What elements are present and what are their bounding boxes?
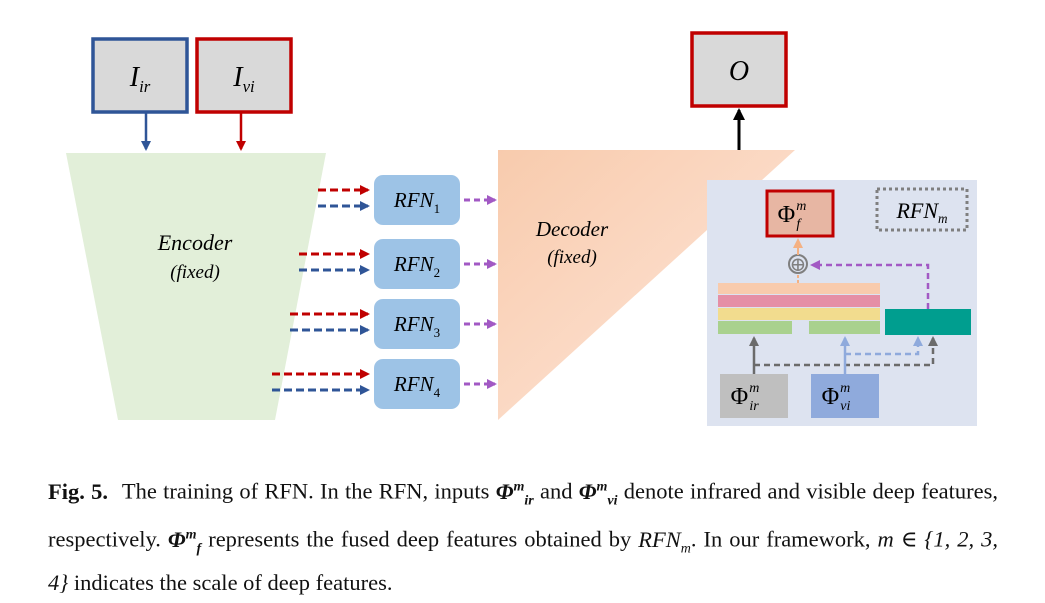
phi-f-box xyxy=(765,189,835,238)
teal-block xyxy=(885,309,971,335)
inset-title-box xyxy=(875,187,969,232)
input-ir-box xyxy=(91,37,189,114)
phi-vi-to-teal-path xyxy=(845,336,923,356)
caption-text-4: represents the fused deep features obtai… xyxy=(208,526,632,552)
encoder-note: (fixed) xyxy=(170,262,220,283)
rfn-block-label: RFN3 xyxy=(393,312,440,340)
caption-text-6: indicates the scale of deep features. xyxy=(73,570,393,595)
output-label: O xyxy=(729,56,749,87)
caption-fig-label: Fig. 5. xyxy=(48,478,109,504)
phi-ir-box xyxy=(720,374,788,418)
rfn-training-diagram: Iir Ivi Encoder (fixed) Decoder (fixed) … xyxy=(66,31,977,426)
encoder-label: Encoder xyxy=(157,230,233,255)
caption-text-5: . In our framework, xyxy=(690,526,871,552)
feature-layer-2 xyxy=(718,295,880,307)
caption-text-3: denote infrared and visible deep feature… xyxy=(48,478,999,552)
feature-layer-4a xyxy=(718,321,792,334)
rfn-block-label: RFN2 xyxy=(393,252,440,280)
rfn-block xyxy=(374,299,460,349)
inset-title: RFNm xyxy=(895,198,947,226)
rfn-block-label: RFN1 xyxy=(393,188,440,216)
teal-to-plus-path xyxy=(810,260,930,309)
encoder-shape xyxy=(66,153,326,420)
input-vi-label: Ivi xyxy=(232,62,255,96)
caption-text-2: and xyxy=(539,478,573,504)
caption-set-expr: m ∈ {1, 2, 3, 4} xyxy=(48,526,999,596)
plus-symbol: ⊕ xyxy=(790,254,807,276)
caption-phi-ir: Φmir xyxy=(495,478,534,509)
feature-layer-1 xyxy=(718,283,880,294)
phi-vi-box xyxy=(811,374,879,418)
decoder-note: (fixed) xyxy=(547,247,597,268)
input-ir-label: Iir xyxy=(129,62,151,96)
caption-rfn-m: RFNm xyxy=(638,526,691,557)
rfn-block-label: RFN4 xyxy=(393,372,441,400)
decoder-label: Decoder xyxy=(535,217,609,241)
output-box xyxy=(690,31,788,108)
feature-layer-4b xyxy=(809,321,880,334)
rfn-block xyxy=(374,359,460,409)
rfn-block xyxy=(374,239,460,289)
figure-caption: Fig. 5. The training of RFN. In the RFN,… xyxy=(48,470,998,600)
caption-text-1: The training of RFN. In the RFN, inputs xyxy=(121,478,490,504)
input-vi-box xyxy=(195,37,293,114)
feature-layer-3 xyxy=(718,308,880,320)
caption-phi-vi: Φmvi xyxy=(578,478,618,509)
caption-phi-f: Φmf xyxy=(167,526,202,557)
rfn-block xyxy=(374,175,460,225)
